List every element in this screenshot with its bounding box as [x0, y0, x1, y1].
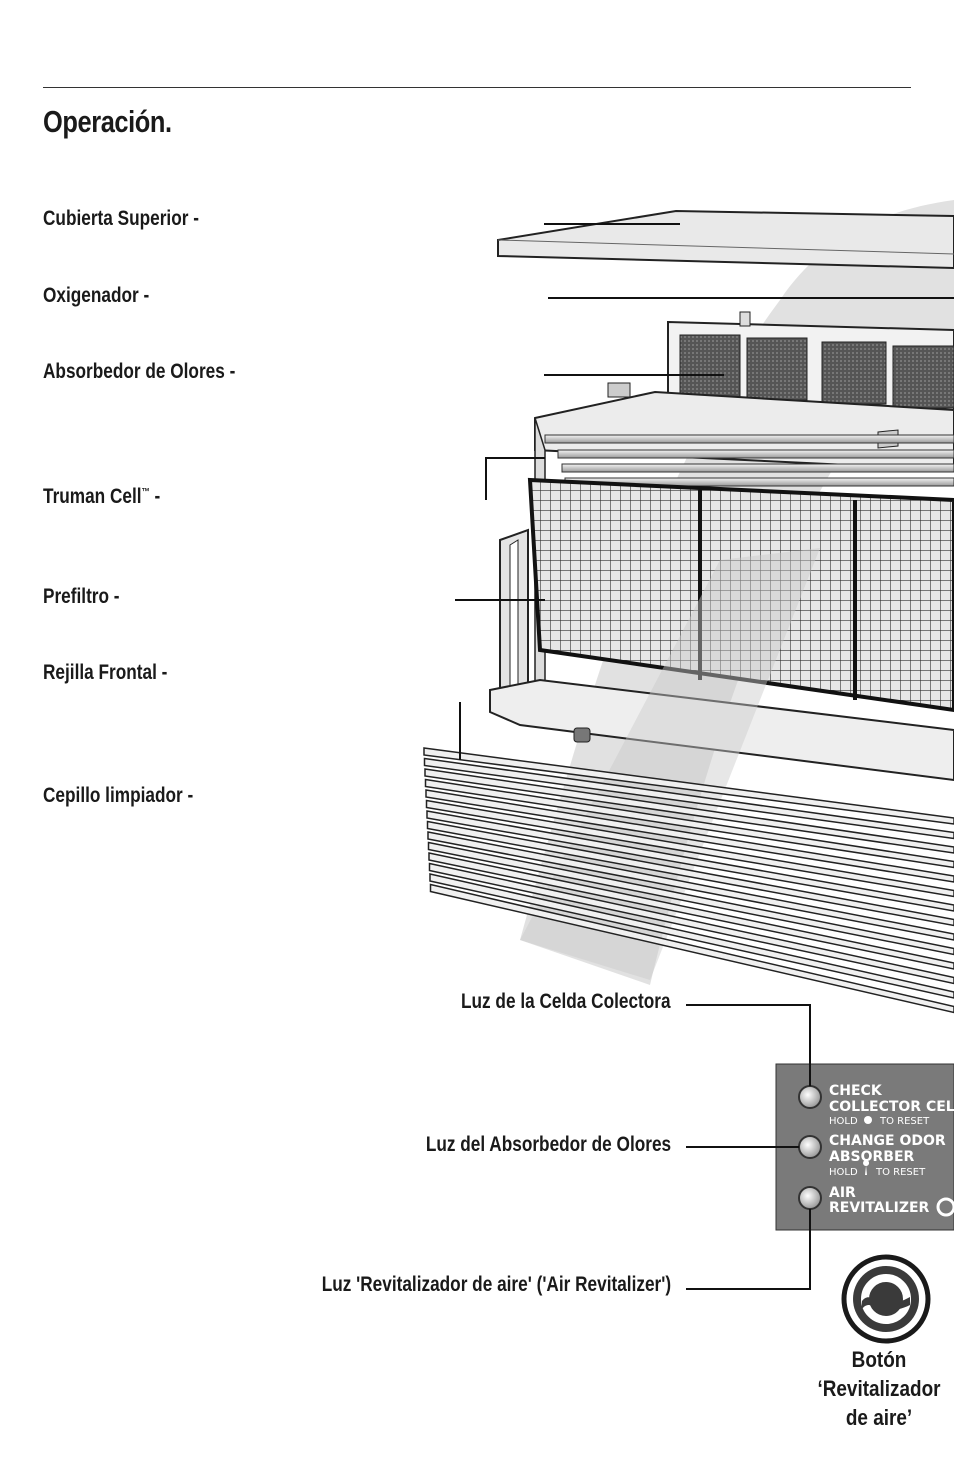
panel-to-reset-1: TO RESET — [879, 1116, 930, 1127]
grille-slat — [429, 883, 954, 1014]
panel-hold-2: HOLD — [829, 1167, 858, 1178]
callout-collector-cell-light: Luz de la Celda Colectora — [461, 990, 671, 1013]
label-odor-absorber: Absorbedor de Olores - — [43, 360, 236, 383]
callout-odor-absorber-light: Luz del Absorbedor de Olores — [425, 1133, 671, 1156]
grille-slat — [427, 841, 954, 956]
panel-to-reset-2: TO RESET — [875, 1167, 926, 1178]
front-grille — [423, 747, 954, 1014]
collector-cell-led — [798, 1085, 822, 1109]
header-rule — [43, 87, 911, 88]
truman-cell-rods — [544, 434, 954, 487]
panel-absorber: ABSORBER — [829, 1149, 915, 1165]
caption-line-2: ‘Revitalizador — [817, 1376, 941, 1401]
page-title: Operación. — [43, 104, 172, 139]
top-cover — [497, 209, 954, 270]
grille-slat — [427, 831, 954, 941]
grille-slat — [424, 778, 954, 869]
panel-collector-cell: COLLECTOR CELL — [829, 1099, 954, 1115]
label-top-cover: Cubierta Superior - — [43, 207, 199, 230]
air-revitalizer-led — [798, 1186, 822, 1210]
caption-line-3: de aire’ — [845, 1405, 913, 1430]
grille-slat — [425, 799, 954, 898]
panel-change-odor: CHANGE ODOR — [829, 1133, 946, 1149]
label-truman-cell: Truman Cell™ - — [43, 485, 160, 509]
revitalizer-mini-icon — [936, 1197, 954, 1217]
prefilter-mesh — [527, 477, 954, 713]
callout-air-revitalizer-light: Luz 'Revitalizador de aire' ('Air Revita… — [321, 1273, 671, 1296]
panel-check: CHECK — [829, 1083, 883, 1099]
odor-absorber-led — [798, 1135, 822, 1159]
panel-revitalizer: REVITALIZER — [829, 1200, 930, 1216]
grille-slat — [429, 873, 954, 999]
bulb-icon — [863, 1160, 870, 1175]
label-cleaning-brush: Cepillo limpiador - — [43, 784, 194, 807]
truman-cell-suffix: - — [149, 485, 161, 508]
grille-slat — [426, 820, 954, 927]
panel-air: AIR — [829, 1185, 856, 1201]
grille-slat — [423, 747, 954, 825]
caption-line-1: Botón — [851, 1347, 907, 1372]
base-tray — [489, 678, 954, 782]
label-oxygenator: Oxigenador - — [43, 284, 150, 307]
label-prefilter: Prefiltro - — [43, 585, 120, 608]
grille-slat — [428, 852, 954, 970]
label-front-grille: Rejilla Frontal - — [43, 661, 168, 684]
air-revitalizer-button[interactable] — [841, 1254, 931, 1344]
grille-slat — [425, 789, 954, 883]
grille-slat — [426, 810, 954, 912]
reset-icon-1 — [864, 1116, 872, 1124]
revitalizer-button-caption: Botón ‘Revitalizador de aire’ — [816, 1345, 942, 1432]
grille-slat — [424, 768, 954, 854]
control-panel: CHECK COLLECTOR CELL HOLD TO RESET CHANG… — [775, 1063, 954, 1231]
grille-slat — [428, 862, 954, 985]
truman-cell-text: Truman Cell — [43, 485, 142, 508]
grille-slat — [423, 757, 954, 840]
trademark-mark: ™ — [141, 487, 150, 498]
panel-hold-1: HOLD — [829, 1116, 858, 1127]
